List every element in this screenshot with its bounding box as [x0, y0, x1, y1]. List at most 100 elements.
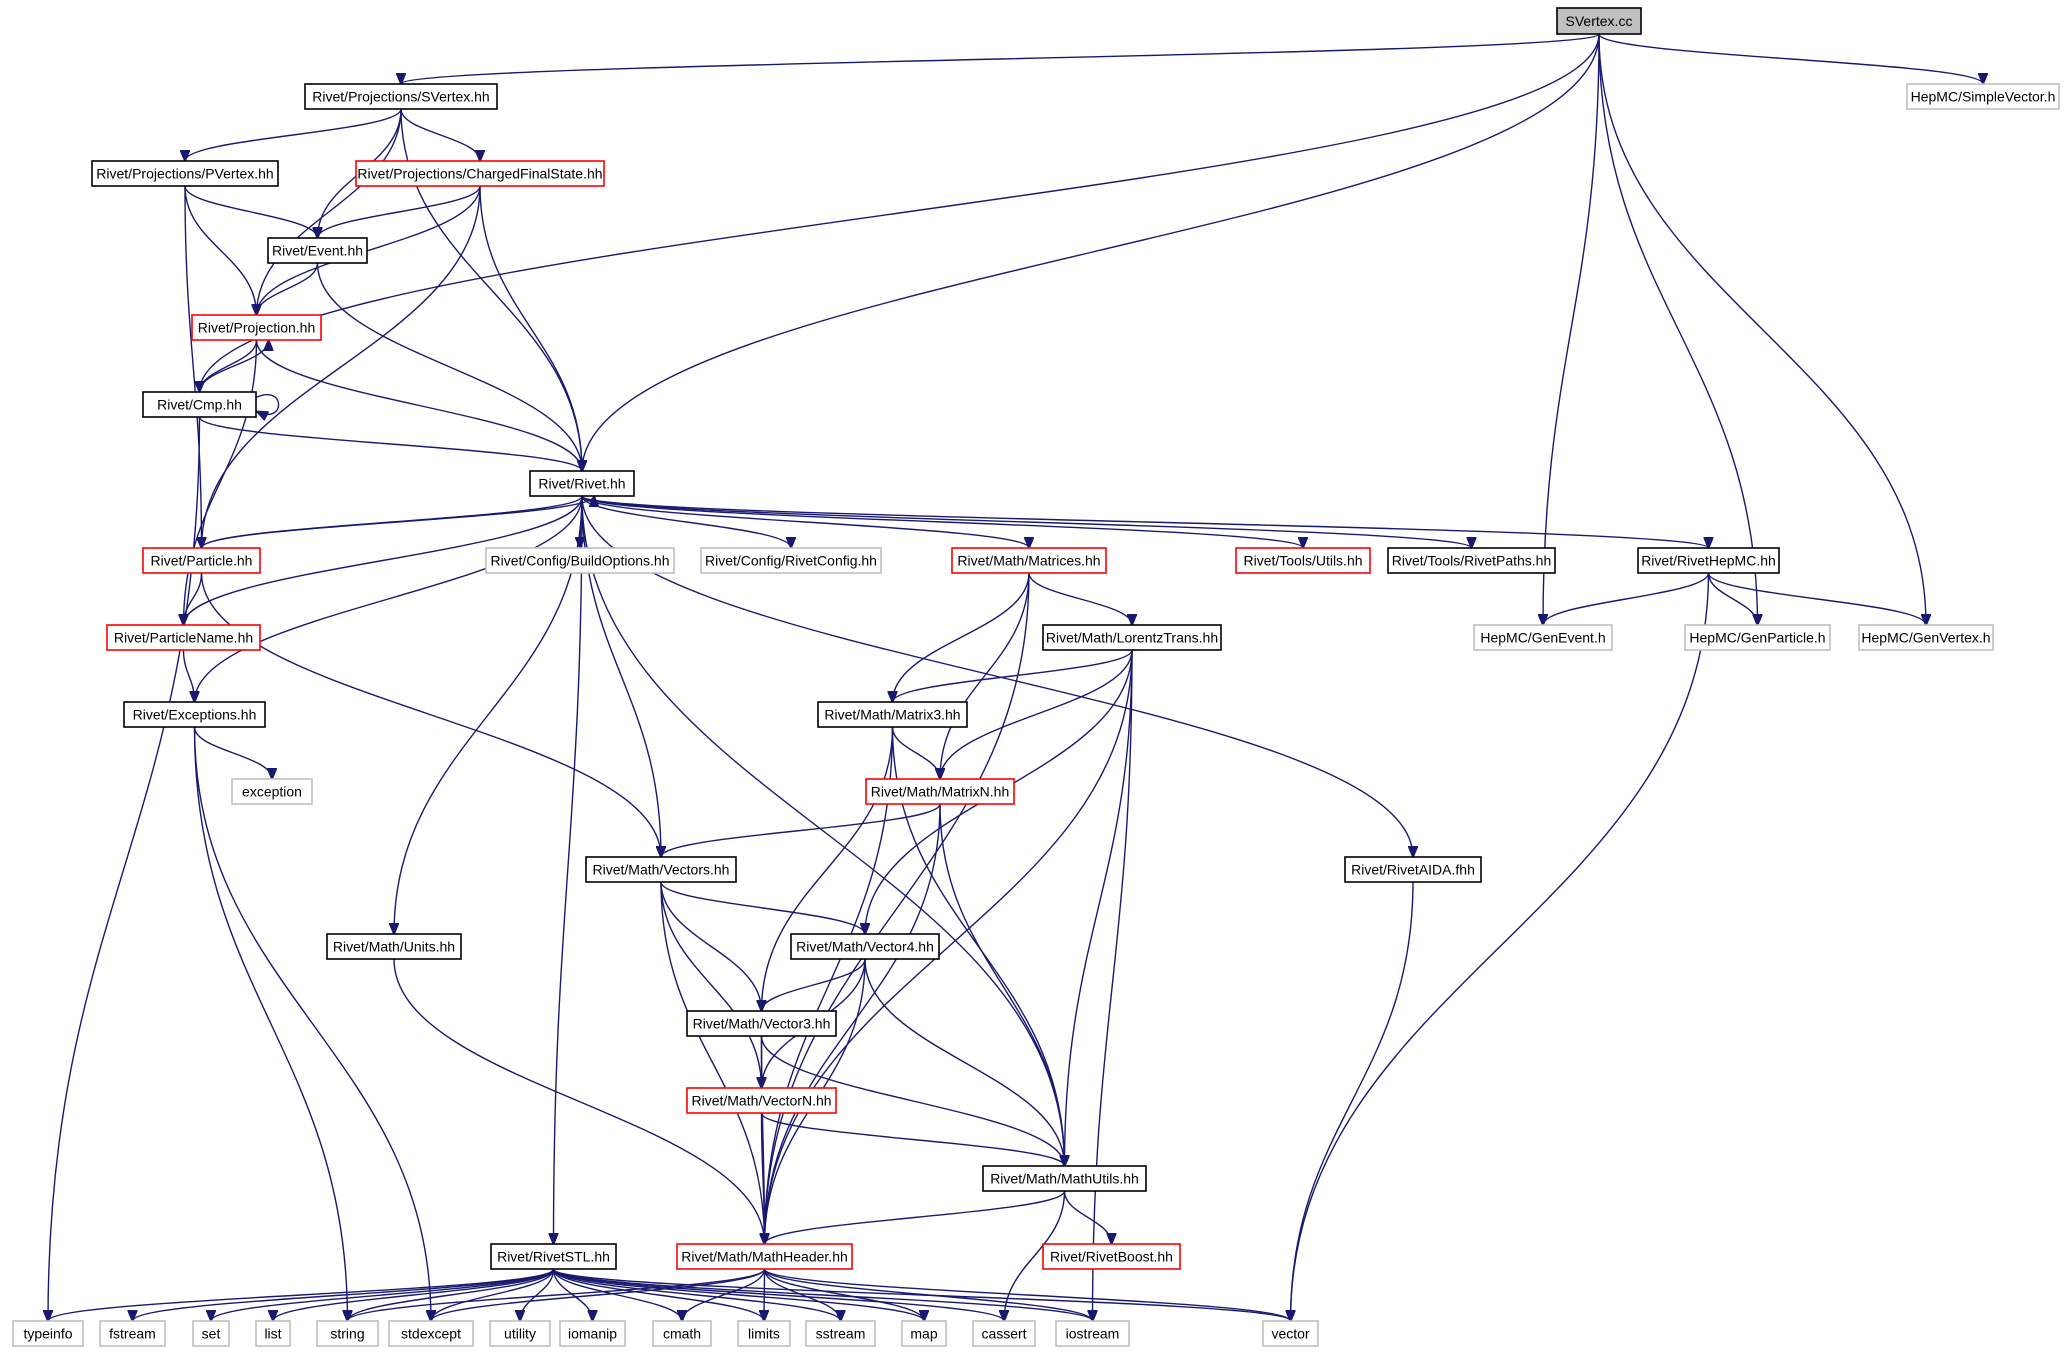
- node-box: [1055, 1320, 1130, 1347]
- node-rivetaida[interactable]: Rivet/RivetAIDA.fhh: [1344, 856, 1482, 883]
- node-box: [316, 1320, 379, 1347]
- node-label: HepMC/GenVertex.h: [1861, 630, 1990, 646]
- edge-rivethepmc-to-genvertex: [1707, 572, 1927, 625]
- node-proj_pvertex[interactable]: Rivet/Projections/PVertex.hh: [91, 160, 279, 187]
- edge-matrix3-to-vector3: [762, 726, 894, 1011]
- node-exceptions[interactable]: Rivet/Exceptions.hh: [123, 701, 266, 728]
- node-label: SVertex.cc: [1566, 13, 1633, 29]
- edge-event-to-projection: [257, 262, 319, 315]
- edge-svertex_cc-to-genvertex: [1598, 33, 1926, 625]
- node-box: [91, 160, 279, 187]
- edge-mathutils-to-mathheader: [765, 1190, 1066, 1244]
- node-particlename[interactable]: Rivet/ParticleName.hh: [106, 624, 261, 651]
- node-label: sstream: [816, 1326, 866, 1342]
- edge-proj_pvertex-to-event: [184, 185, 318, 238]
- node-matrices[interactable]: Rivet/Math/Matrices.hh: [951, 547, 1107, 574]
- node-label: vector: [1271, 1326, 1309, 1342]
- node-box: [982, 1165, 1147, 1192]
- edge-rivetstl-to-fstream: [133, 1268, 555, 1321]
- node-rivetpaths[interactable]: Rivet/Tools/RivetPaths.hh: [1387, 547, 1556, 574]
- edge-rivet-to-exceptions: [195, 495, 583, 702]
- edge-vector3-to-mathutils: [760, 1035, 1065, 1166]
- node-genparticle: HepMC/GenParticle.h: [1684, 624, 1831, 651]
- node-sstream: sstream: [805, 1320, 876, 1347]
- node-iostream: iostream: [1055, 1320, 1130, 1347]
- node-cmath: cmath: [652, 1320, 712, 1347]
- node-particle[interactable]: Rivet/Particle.hh: [142, 547, 261, 574]
- node-label: Rivet/Tools/RivetPaths.hh: [1392, 553, 1552, 569]
- node-label: Rivet/Projection.hh: [198, 320, 316, 336]
- node-label: Rivet/Rivet.hh: [538, 476, 625, 492]
- node-box: [192, 1320, 230, 1347]
- edge-lorentztrans-to-matrixn: [940, 649, 1133, 779]
- node-label: Rivet/RivetBoost.hh: [1050, 1249, 1173, 1265]
- node-box: [388, 1320, 474, 1347]
- node-box: [805, 1320, 876, 1347]
- node-vector4[interactable]: Rivet/Math/Vector4.hh: [790, 933, 940, 960]
- node-box: [1858, 624, 1994, 651]
- node-label: Rivet/Math/Units.hh: [333, 939, 455, 955]
- node-label: Rivet/Exceptions.hh: [133, 707, 257, 723]
- node-string: string: [316, 1320, 379, 1347]
- node-units[interactable]: Rivet/Math/Units.hh: [326, 933, 462, 960]
- node-lorentztrans[interactable]: Rivet/Math/LorentzTrans.hh: [1042, 624, 1222, 651]
- node-box: [686, 1087, 837, 1114]
- edge-proj_cfs-to-event: [318, 185, 481, 238]
- edge-svertex_cc-to-rivet: [582, 33, 1600, 471]
- node-matrix3[interactable]: Rivet/Math/Matrix3.hh: [817, 701, 968, 728]
- node-label: limits: [748, 1326, 780, 1342]
- edge-rivetaida-to-vector: [1291, 881, 1414, 1321]
- edge-rivetstl-to-stdexcept: [431, 1268, 555, 1321]
- node-cassert: cassert: [972, 1320, 1036, 1347]
- node-map: map: [901, 1320, 947, 1347]
- node-box: [652, 1320, 712, 1347]
- edge-matrixn-to-mathheader: [765, 803, 941, 1244]
- node-label: Rivet/Math/Matrix3.hh: [824, 707, 960, 723]
- node-cmp[interactable]: Rivet/Cmp.hh: [142, 391, 257, 418]
- edge-exceptions-to-exception: [193, 726, 273, 779]
- node-rivetboost[interactable]: Rivet/RivetBoost.hh: [1042, 1243, 1181, 1270]
- node-vectors[interactable]: Rivet/Math/Vectors.hh: [585, 856, 737, 883]
- node-label: Rivet/Math/MatrixN.hh: [871, 784, 1009, 800]
- node-box: [12, 1320, 84, 1347]
- node-rivet[interactable]: Rivet/Rivet.hh: [529, 470, 635, 497]
- node-fstream: fstream: [99, 1320, 166, 1347]
- edge-mathutils-to-rivetboost: [1063, 1190, 1112, 1244]
- node-label: HepMC/GenEvent.h: [1480, 630, 1605, 646]
- edge-rivetstl-to-iostream: [552, 1268, 1093, 1321]
- node-rivethepmc[interactable]: Rivet/RivetHepMC.hh: [1637, 547, 1780, 574]
- edge-lorentztrans-to-mathutils: [1065, 649, 1133, 1166]
- node-box: [490, 1243, 617, 1270]
- node-box: [700, 547, 882, 574]
- edge-cmp-to-typeinfo: [48, 416, 201, 1321]
- edge-vectors-to-vector3: [660, 881, 762, 1011]
- node-rivetconfig: Rivet/Config/RivetConfig.hh: [700, 547, 882, 574]
- edge-svertex_cc-to-proj_svertex: [401, 33, 1600, 84]
- node-box: [142, 547, 261, 574]
- node-label: fstream: [109, 1326, 156, 1342]
- node-svertex_cc[interactable]: SVertex.cc: [1556, 7, 1642, 35]
- node-proj_cfs[interactable]: Rivet/Projections/ChargedFinalState.hh: [355, 160, 605, 187]
- node-projection[interactable]: Rivet/Projection.hh: [191, 314, 322, 341]
- node-rivetstl[interactable]: Rivet/RivetSTL.hh: [490, 1243, 617, 1270]
- node-vectorn[interactable]: Rivet/Math/VectorN.hh: [686, 1087, 837, 1114]
- node-vector3[interactable]: Rivet/Math/Vector3.hh: [686, 1010, 837, 1037]
- edge-rivet-to-particlename: [184, 495, 583, 625]
- node-mathutils[interactable]: Rivet/Math/MathUtils.hh: [982, 1165, 1147, 1192]
- node-label: Rivet/Math/VectorN.hh: [691, 1093, 831, 1109]
- node-mathheader[interactable]: Rivet/Math/MathHeader.hh: [676, 1243, 853, 1270]
- node-box: [1262, 1320, 1319, 1347]
- node-label: cassert: [981, 1326, 1026, 1342]
- edge-proj_pvertex-to-particle: [184, 185, 202, 548]
- node-utils[interactable]: Rivet/Tools/Utils.hh: [1235, 547, 1371, 574]
- node-box: [1042, 1243, 1181, 1270]
- node-proj_svertex[interactable]: Rivet/Projections/SVertex.hh: [304, 83, 498, 110]
- edge-rivetstl-to-set: [211, 1268, 555, 1321]
- node-genvertex: HepMC/GenVertex.h: [1858, 624, 1994, 651]
- node-label: HepMC/GenParticle.h: [1689, 630, 1825, 646]
- node-box: [123, 701, 266, 728]
- node-matrixn[interactable]: Rivet/Math/MatrixN.hh: [865, 778, 1015, 805]
- node-label: HepMC/SimpleVector.h: [1911, 89, 2056, 105]
- node-event[interactable]: Rivet/Event.hh: [267, 237, 368, 264]
